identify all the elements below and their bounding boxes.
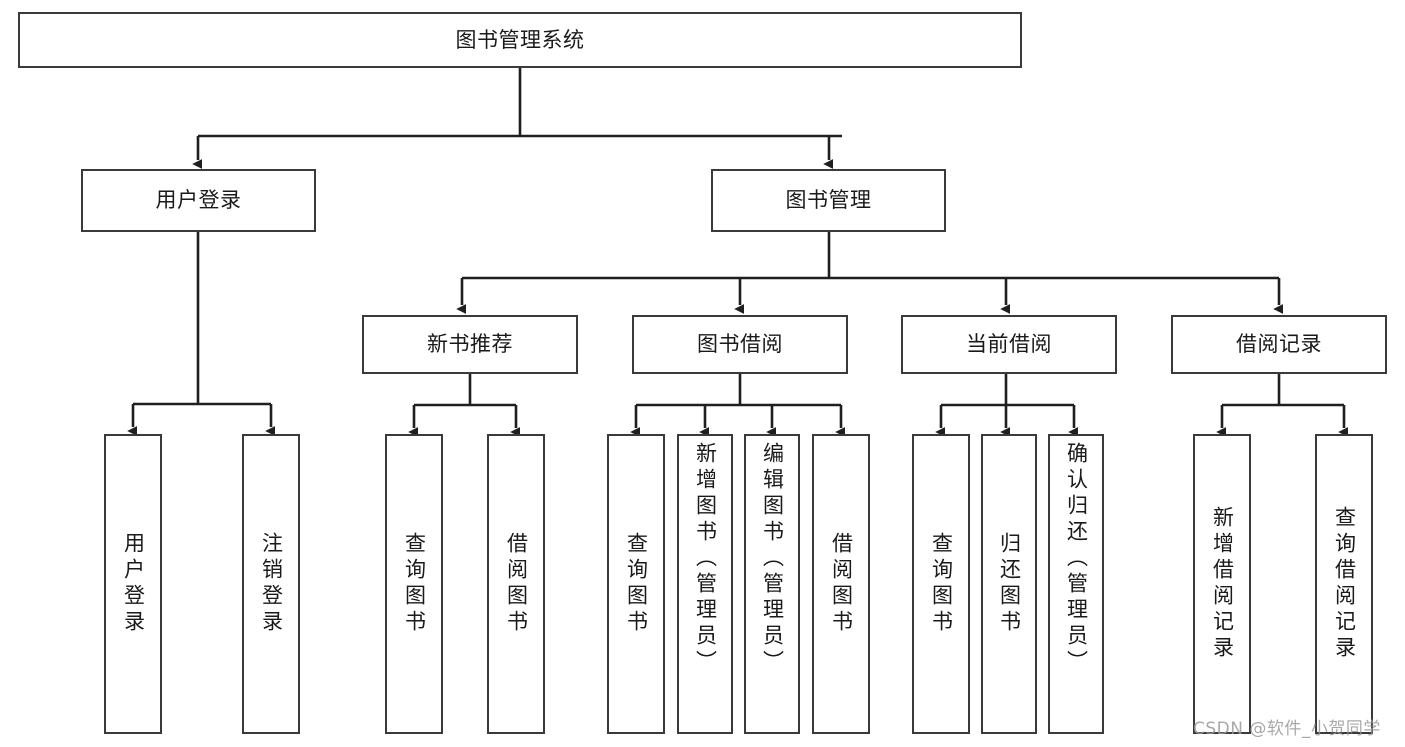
node-label: 查询图书 — [929, 532, 954, 636]
node-label: 查询图书 — [402, 532, 427, 636]
node-current-borrow[interactable]: 当前借阅 — [901, 315, 1117, 374]
node-root-library-management-system[interactable]: 图书管理系统 — [18, 12, 1022, 68]
node-label: 借阅图书 — [829, 532, 854, 636]
node-label: 用户登录 — [121, 532, 146, 636]
leaf-edit-book-admin[interactable]: 编辑图书（管理员） — [744, 434, 800, 734]
csdn-watermark: CSDN @软件_小贺同学 — [1193, 719, 1381, 739]
leaf-user-login[interactable]: 用户登录 — [104, 434, 162, 734]
leaf-query-borrow-record[interactable]: 查询借阅记录 — [1315, 434, 1373, 734]
node-label: 图书借阅 — [697, 332, 783, 357]
leaf-query-book-current[interactable]: 查询图书 — [912, 434, 970, 734]
leaf-return-book[interactable]: 归还图书 — [981, 434, 1037, 734]
leaf-add-borrow-record[interactable]: 新增借阅记录 — [1193, 434, 1251, 734]
node-label: 查询图书 — [624, 532, 649, 636]
leaf-query-book-borrow[interactable]: 查询图书 — [607, 434, 665, 734]
node-label: 归还图书 — [997, 532, 1022, 636]
node-label: 用户登录 — [155, 188, 242, 213]
node-label: 图书管理 — [785, 188, 872, 213]
node-label: 确认归还（管理员） — [1064, 442, 1089, 676]
node-label: 新增图书（管理员） — [693, 442, 718, 676]
node-label: 新书推荐 — [427, 332, 513, 357]
leaf-confirm-return-admin[interactable]: 确认归还（管理员） — [1048, 434, 1104, 734]
leaf-borrow-book-recommend[interactable]: 借阅图书 — [487, 434, 545, 734]
node-book-management[interactable]: 图书管理 — [711, 169, 946, 232]
node-label: 注销登录 — [259, 532, 284, 636]
node-label: 图书管理系统 — [455, 27, 585, 52]
node-label: 新增借阅记录 — [1210, 506, 1235, 662]
leaf-query-book-recommend[interactable]: 查询图书 — [385, 434, 443, 734]
node-label: 当前借阅 — [966, 332, 1052, 357]
node-label: 查询借阅记录 — [1332, 506, 1357, 662]
node-label: 编辑图书（管理员） — [760, 442, 785, 676]
node-book-borrow[interactable]: 图书借阅 — [632, 315, 848, 374]
leaf-add-book-admin[interactable]: 新增图书（管理员） — [677, 434, 733, 734]
node-user-login[interactable]: 用户登录 — [81, 169, 316, 232]
node-label: 借阅记录 — [1236, 332, 1322, 357]
node-new-book-recommend[interactable]: 新书推荐 — [362, 315, 578, 374]
node-label: 借阅图书 — [504, 532, 529, 636]
node-borrow-record[interactable]: 借阅记录 — [1171, 315, 1387, 374]
leaf-borrow-book[interactable]: 借阅图书 — [812, 434, 870, 734]
leaf-user-logout[interactable]: 注销登录 — [242, 434, 300, 734]
